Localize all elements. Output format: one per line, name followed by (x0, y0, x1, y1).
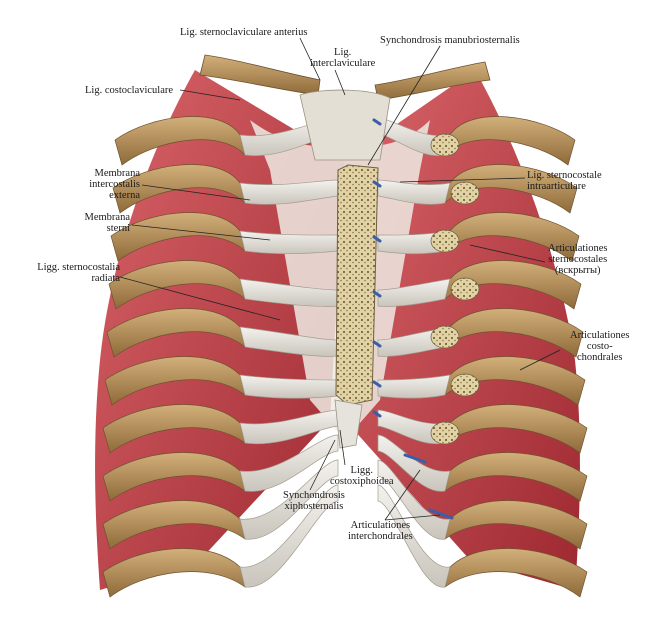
leader-line (179, 89, 241, 101)
costochondral-joint (430, 229, 460, 253)
label-lig-sternoclaviculare-anterius: Lig. sternoclaviculare anterius (180, 27, 308, 38)
leader-line (141, 184, 251, 201)
sternocostal-ligament-mark (372, 410, 382, 418)
interchondral-ligament-mark (428, 508, 454, 520)
left-costal-cartilage (239, 459, 339, 540)
right-costal-cartilage (377, 374, 451, 399)
costochondral-joint (430, 325, 460, 349)
sternocostal-ligament-mark (372, 235, 382, 243)
left-costal-cartilage (239, 434, 339, 492)
blue-ligaments (372, 118, 454, 520)
leader-line (334, 69, 346, 96)
label-ligg-costoxiphoidea: Ligg.costoxiphoidea (330, 465, 394, 487)
right-ribs (377, 116, 588, 598)
interchondral-ligament-mark (403, 453, 427, 464)
costochondral-joint (450, 373, 480, 397)
costochondral-joint (430, 421, 460, 445)
sternocostal-ligament-mark (372, 118, 382, 126)
sternocostal-ligament-mark (372, 380, 382, 388)
sternocostal-ligament-mark (372, 290, 382, 298)
costochondral-joint (430, 133, 460, 157)
left-costal-cartilage (239, 484, 339, 588)
leader-line (399, 177, 526, 183)
right-costal-cartilage (377, 459, 451, 540)
left-ribs (102, 116, 339, 598)
sternum-body (335, 164, 379, 406)
leader-line (384, 469, 421, 521)
sternocostal-ligament-mark (372, 180, 382, 188)
leader-line (119, 276, 281, 321)
leader-line (469, 244, 546, 263)
leader-line (131, 224, 271, 241)
leader-line (367, 45, 441, 166)
leader-line (339, 429, 346, 466)
right-costal-cartilage (377, 278, 451, 307)
sternocostal-ligament-mark (372, 340, 382, 348)
sternocostal-joints (430, 133, 480, 445)
costochondral-joint (450, 277, 480, 301)
leader-line (519, 349, 561, 371)
xiphoid-process (334, 399, 363, 449)
leader-line (384, 514, 441, 521)
leader-line (309, 439, 336, 491)
label-lig-costoclaviculare: Lig. costoclaviculare (85, 85, 174, 96)
right-costal-cartilage (377, 484, 451, 588)
right-costal-cartilage (377, 434, 451, 492)
label-lig-interclaviculare: Lig.interclaviculare (310, 47, 376, 69)
label-synchondrosis-manubriosternalis: Synchondrosis manubriosternalis (380, 35, 520, 46)
leader-lines (119, 37, 561, 521)
manubrium (299, 89, 391, 161)
right-costal-cartilage (377, 179, 451, 205)
costochondral-joint (450, 181, 480, 205)
leader-line (299, 37, 321, 81)
